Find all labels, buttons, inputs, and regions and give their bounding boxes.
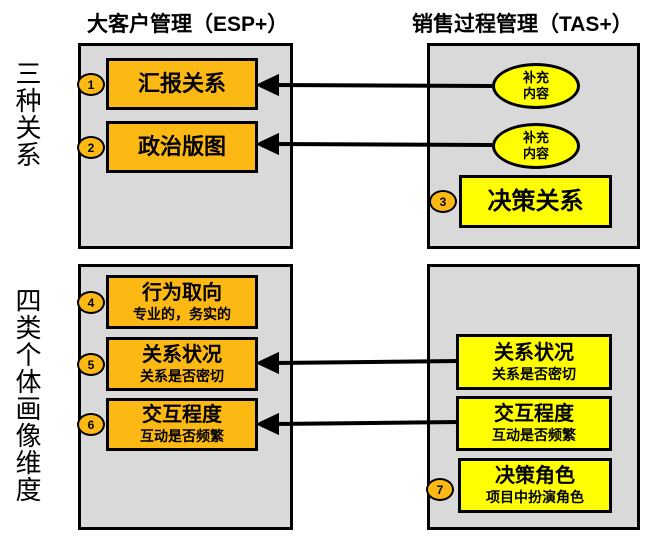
ellipse-supplement-2-line2: 内容	[522, 146, 549, 161]
ellipse-supplement-2-line1: 补充	[522, 130, 549, 146]
badge-2: 2	[77, 136, 105, 159]
badge-7: 7	[426, 478, 454, 501]
box-political-map: 政治版图	[106, 121, 258, 173]
row-label-four-dimensions: 四类个体画像维度	[11, 287, 41, 503]
box-behavior-orientation-label: 行为取向	[142, 281, 222, 304]
box-reporting-relations-label: 汇报关系	[137, 71, 226, 97]
box-relationship-status-tas-sub: 关系是否密切	[492, 365, 576, 382]
box-behavior-orientation: 行为取向 专业的，务实的	[106, 275, 258, 329]
ellipse-supplement-content-1: 补充 内容	[492, 63, 580, 109]
row-label-three-relations: 三种关系	[11, 60, 41, 168]
box-relationship-status-tas: 关系状况 关系是否密切	[456, 334, 612, 390]
box-interaction-level-tas-sub: 互动是否频繁	[492, 427, 576, 444]
badge-1: 1	[77, 73, 105, 96]
column-title-esp: 大客户管理（ESP+）	[87, 13, 289, 36]
ellipse-supplement-content-2: 补充 内容	[492, 123, 580, 169]
ellipse-supplement-1-line1: 补充	[522, 70, 549, 86]
badge-6: 6	[77, 413, 105, 436]
box-relationship-status-esp-sub: 关系是否密切	[140, 367, 224, 384]
box-interaction-level-tas-label: 交互程度	[494, 403, 574, 426]
ellipse-supplement-1-line2: 内容	[522, 86, 549, 101]
box-interaction-level-esp: 交互程度 互动是否频繁	[106, 398, 258, 451]
column-title-tas: 销售过程管理（TAS+）	[412, 13, 633, 36]
box-decision-relations-label: 决策关系	[487, 187, 584, 215]
badge-5: 5	[77, 353, 105, 376]
box-interaction-level-esp-label: 交互程度	[142, 404, 222, 427]
box-relationship-status-tas-label: 关系状况	[494, 341, 574, 364]
box-relationship-status-esp: 关系状况 关系是否密切	[106, 337, 258, 391]
badge-3: 3	[429, 190, 457, 213]
box-relationship-status-esp-label: 关系状况	[142, 343, 222, 366]
box-behavior-orientation-sub: 专业的，务实的	[133, 305, 231, 322]
box-decision-role-sub: 项目中扮演角色	[486, 489, 584, 506]
box-decision-relations: 决策关系	[459, 175, 612, 228]
badge-4: 4	[77, 291, 105, 314]
box-decision-role-label: 决策角色	[495, 465, 575, 488]
box-interaction-level-esp-sub: 互动是否频繁	[140, 428, 224, 445]
box-interaction-level-tas: 交互程度 互动是否频繁	[456, 396, 612, 451]
box-reporting-relations: 汇报关系	[106, 58, 258, 110]
box-political-map-label: 政治版图	[137, 134, 226, 160]
box-decision-role: 决策角色 项目中扮演角色	[458, 458, 612, 513]
